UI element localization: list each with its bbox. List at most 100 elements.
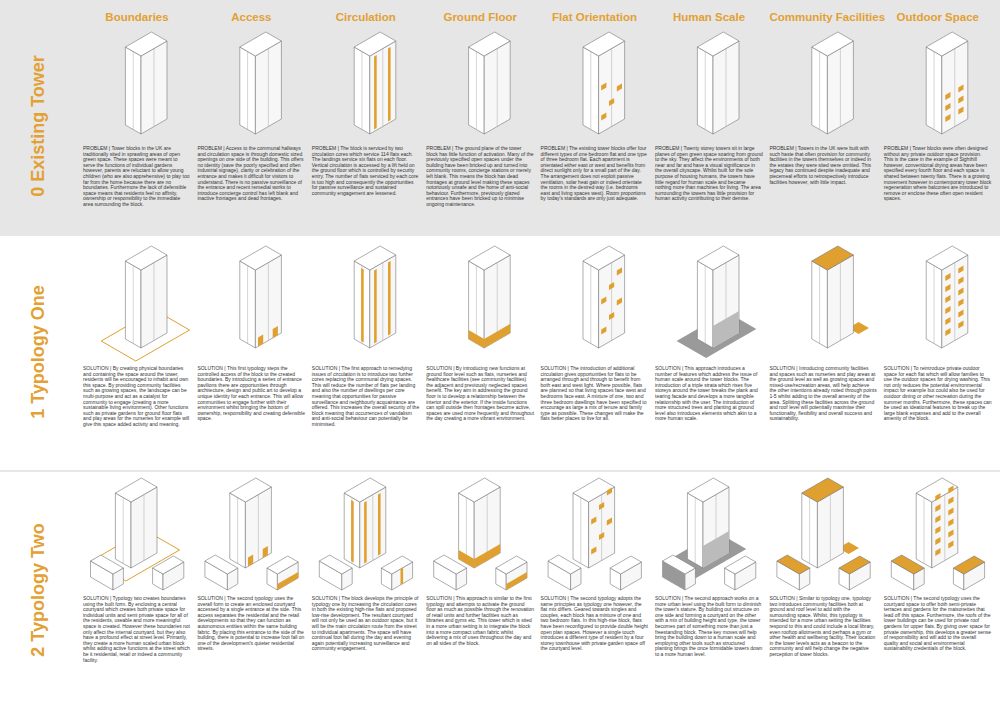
accent <box>935 526 940 534</box>
problem-text: PROBLEM | Tower blocks in the UK are tra… <box>83 146 191 208</box>
tower-block <box>812 261 828 348</box>
row-band <box>0 0 1000 234</box>
low-rise-block <box>496 556 527 574</box>
tower-block <box>713 41 739 134</box>
facade-line <box>934 52 935 130</box>
accent <box>958 85 963 93</box>
row-divider <box>0 235 1000 236</box>
column-heading: Community Facilities <box>769 11 877 23</box>
problem-text: PROBLEM | Tower blocks were often design… <box>884 146 992 202</box>
solution-text: SOLUTION | The second typology adopts th… <box>541 596 649 652</box>
accent <box>601 113 606 121</box>
accent <box>609 98 614 106</box>
tower-block <box>573 478 615 502</box>
accent <box>958 107 963 115</box>
tower-block <box>230 478 272 502</box>
facade-line <box>382 49 383 127</box>
low-rise-block <box>548 555 581 574</box>
tower-block <box>697 47 713 134</box>
tower-block <box>484 255 510 348</box>
solution-text: SOLUTION | The introduction of additiona… <box>541 366 649 422</box>
accent <box>945 284 950 292</box>
tower-block <box>459 493 475 568</box>
facade-line <box>705 52 706 130</box>
accent <box>469 330 485 348</box>
tower-block <box>141 255 167 348</box>
facade-line <box>247 266 248 344</box>
solution-text: SOLUTION | Typology two creates boundari… <box>83 596 191 663</box>
tower-block <box>115 493 131 568</box>
problem-text: PROBLEM | The ground plane of the tower … <box>426 146 534 208</box>
problem-text: PROBLEM | Twenty storey towers sit in la… <box>655 146 763 202</box>
facade-line <box>924 498 925 564</box>
accent <box>361 268 364 343</box>
low-rise-block <box>381 556 412 574</box>
accent <box>601 327 606 335</box>
accent <box>958 299 963 307</box>
tower-block <box>926 32 968 56</box>
accent <box>617 84 622 92</box>
tower-block <box>932 487 958 568</box>
facade-line <box>497 49 498 127</box>
problem-text: PROBLEM | The block is serviced by two c… <box>312 146 420 196</box>
accent <box>609 282 614 290</box>
row-divider <box>0 471 1000 472</box>
tower-block <box>370 41 396 134</box>
facade-line <box>362 52 363 130</box>
tower-block <box>240 261 256 348</box>
accent <box>263 546 268 558</box>
row-heading: 0 Existing Tower <box>27 16 49 236</box>
low-rise-block <box>725 556 756 574</box>
facade-line <box>133 52 134 130</box>
low-rise-block <box>891 555 924 574</box>
problem-text: PROBLEM | Towers in the UK were built wi… <box>769 146 877 185</box>
solution-text: SOLUTION | To reintroduce private outdoo… <box>884 366 992 422</box>
facade-line <box>268 263 269 341</box>
tower-block <box>802 478 844 502</box>
accent <box>935 493 940 501</box>
facade-line <box>934 266 935 344</box>
tower-block <box>942 41 968 134</box>
facade-line <box>954 49 955 127</box>
accent <box>713 311 739 348</box>
facade-line <box>497 263 498 341</box>
tower-block <box>469 261 485 348</box>
tower-block <box>240 47 256 134</box>
column-heading: Human Scale <box>655 11 763 23</box>
problem-text: PROBLEM | The existing tower blocks offe… <box>541 146 649 202</box>
tower-block <box>459 478 501 502</box>
column-heading: Outdoor Space <box>884 11 992 23</box>
row-band <box>0 472 1000 707</box>
accent <box>945 103 950 111</box>
row-band <box>0 236 1000 470</box>
tower-block <box>583 246 625 270</box>
accent <box>958 288 963 296</box>
accent <box>364 501 367 564</box>
low-rise-block <box>610 556 641 574</box>
tower-block <box>812 47 828 134</box>
tower-block <box>916 493 932 568</box>
facade-line <box>258 495 259 561</box>
accent <box>599 532 604 540</box>
accent <box>703 531 729 568</box>
accent <box>506 572 527 590</box>
column-heading: Flat Orientation <box>541 11 649 23</box>
row-heading: 2 Typology Two <box>27 480 49 700</box>
facade-line <box>123 498 124 564</box>
accent <box>609 312 614 320</box>
tower-block <box>926 47 942 134</box>
accent <box>591 517 596 525</box>
accent <box>945 114 950 122</box>
facade-line <box>143 495 144 561</box>
low-rise-block <box>205 555 238 574</box>
problem-text: PROBLEM | Access to the communal hallway… <box>197 146 305 202</box>
accent <box>948 486 953 494</box>
accent <box>273 326 278 338</box>
facade-line <box>466 498 467 564</box>
tower-block <box>240 246 282 270</box>
tower-block <box>370 255 396 348</box>
tower-block <box>583 47 599 134</box>
accent <box>948 541 953 549</box>
facade-line <box>372 495 373 561</box>
tower-block <box>687 478 729 502</box>
